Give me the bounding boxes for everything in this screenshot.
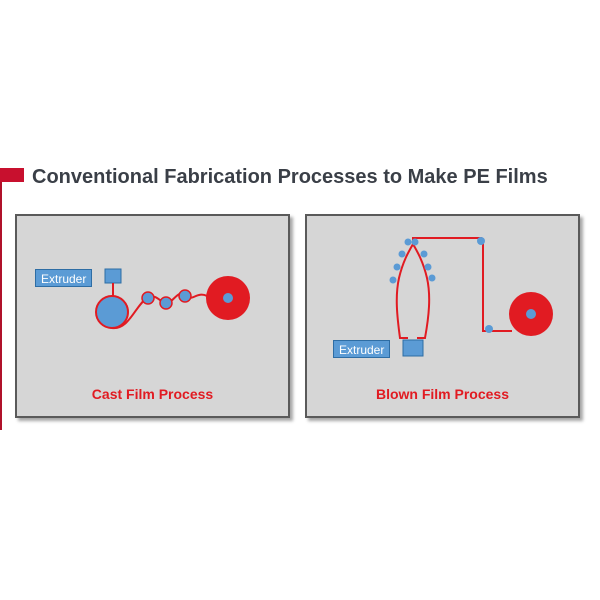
nip-roller-right — [411, 238, 419, 246]
cast-windup-core — [223, 293, 233, 303]
cast-die-nozzle — [104, 268, 122, 284]
bottom-guide-roller — [485, 325, 493, 333]
guide-roller-5 — [389, 276, 397, 284]
blown-extruder: Extruder — [333, 340, 391, 358]
cast-film-panel: Extruder Cast Film Process — [15, 214, 290, 418]
cast-roller-2 — [159, 296, 173, 310]
chill-roll — [95, 295, 129, 329]
guide-roller-3 — [393, 263, 401, 271]
slide-title: Conventional Fabrication Processes to Ma… — [32, 166, 548, 188]
cast-roller-3 — [178, 289, 192, 303]
guide-roller-2 — [420, 250, 428, 258]
guide-roller-6 — [428, 274, 436, 282]
top-guide-roller — [477, 237, 485, 245]
blown-film-panel: Extruder Blown Film Process — [305, 214, 580, 418]
cast-film-diagram — [95, 268, 250, 330]
blown-film-diagram — [389, 237, 553, 357]
guide-roller-1 — [398, 250, 406, 258]
blown-die — [402, 339, 424, 357]
slide-left-border — [0, 168, 2, 430]
blown-film-caption: Blown Film Process — [375, 386, 510, 402]
cast-film-caption: Cast Film Process — [91, 386, 214, 402]
title-accent-bar — [0, 168, 24, 182]
cast-roller-1 — [141, 291, 155, 305]
film-bubble — [395, 241, 431, 339]
blown-windup-core — [526, 309, 536, 319]
cast-extruder: Extruder — [35, 269, 93, 287]
guide-roller-4 — [424, 263, 432, 271]
nip-roller-left — [404, 238, 412, 246]
